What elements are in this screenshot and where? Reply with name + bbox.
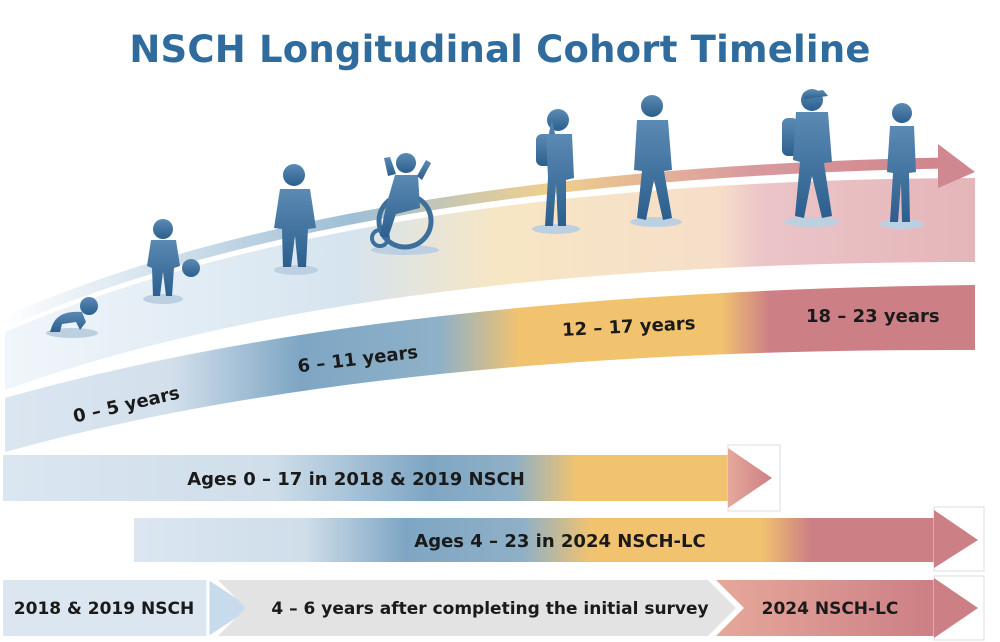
child-wheelchair-icon — [370, 153, 439, 255]
teen-standing-icon — [630, 95, 682, 227]
teen-backpack-icon — [532, 109, 580, 234]
process-step-initial: 2018 & 2019 NSCH — [14, 599, 194, 619]
cohort-bar-2018-2019-label: Ages 0 – 17 in 2018 & 2019 NSCH — [187, 469, 525, 490]
young-adult-standing-icon — [880, 103, 924, 229]
cohort-bar-2018-2019: Ages 0 – 17 in 2018 & 2019 NSCH — [3, 444, 781, 512]
page-title: NSCH Longitudinal Cohort Timeline — [129, 28, 871, 71]
timeline-arrow-head — [938, 144, 975, 188]
cohort-bar-2024-label: Ages 4 – 23 in 2024 NSCH-LC — [414, 531, 705, 552]
cohort-bar-2024: Ages 4 – 23 in 2024 NSCH-LC — [134, 506, 985, 572]
process-step-followup: 2024 NSCH-LC — [762, 599, 899, 619]
child-standing-icon — [274, 164, 318, 275]
process-row: 2018 & 2019 NSCH 4 – 6 years after compl… — [3, 575, 985, 641]
crawling-baby-icon — [46, 297, 98, 338]
toddler-with-ball-icon — [143, 219, 200, 304]
process-step-interval: 4 – 6 years after completing the initial… — [271, 599, 708, 619]
age-label-18-23: 18 – 23 years — [806, 306, 940, 327]
upper-age-band — [5, 178, 975, 390]
young-adult-backpack-icon — [782, 89, 840, 227]
age-band-strip — [5, 285, 975, 452]
